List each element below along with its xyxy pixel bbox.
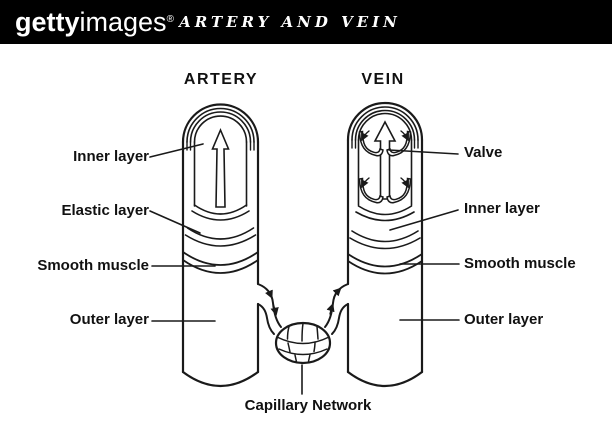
label-capillary-network: Capillary Network <box>244 397 372 414</box>
gettyimages-logo: gettyimages® <box>15 6 174 38</box>
label-smooth-muscle-vein: Smooth muscle <box>464 255 576 272</box>
capillary-mesh-strands <box>276 322 330 363</box>
capillary-flow-arrows <box>265 287 342 317</box>
vein-flow-arrow <box>373 120 397 200</box>
artery-figure <box>181 103 260 388</box>
logo-images-text: images <box>79 7 167 37</box>
artery-flow-arrow <box>211 127 230 208</box>
registered-mark: ® <box>166 14 174 25</box>
vein-figure <box>346 101 424 388</box>
image-title: ARTERY AND VEIN <box>179 13 401 31</box>
vein-title-label: VEIN <box>361 71 405 88</box>
valve-backflow-arrows <box>361 130 409 189</box>
label-inner-layer-vein: Inner layer <box>464 200 540 217</box>
watermark-header: gettyimages® ARTERY AND VEIN <box>0 0 612 44</box>
vein-valve-cusps <box>358 130 412 204</box>
logo-getty-text: getty <box>15 7 80 37</box>
label-valve-vein: Valve <box>464 144 503 161</box>
leader-lines <box>149 143 460 322</box>
label-elastic-layer-artery: Elastic layer <box>61 202 149 219</box>
label-inner-layer-artery: Inner layer <box>73 148 149 165</box>
artery-title-label: ARTERY <box>183 71 259 88</box>
label-smooth-muscle-artery: Smooth muscle <box>37 257 149 274</box>
capillary-network-figure <box>257 283 349 395</box>
label-outer-layer-vein: Outer layer <box>464 311 544 328</box>
label-outer-layer-artery: Outer layer <box>69 311 149 328</box>
